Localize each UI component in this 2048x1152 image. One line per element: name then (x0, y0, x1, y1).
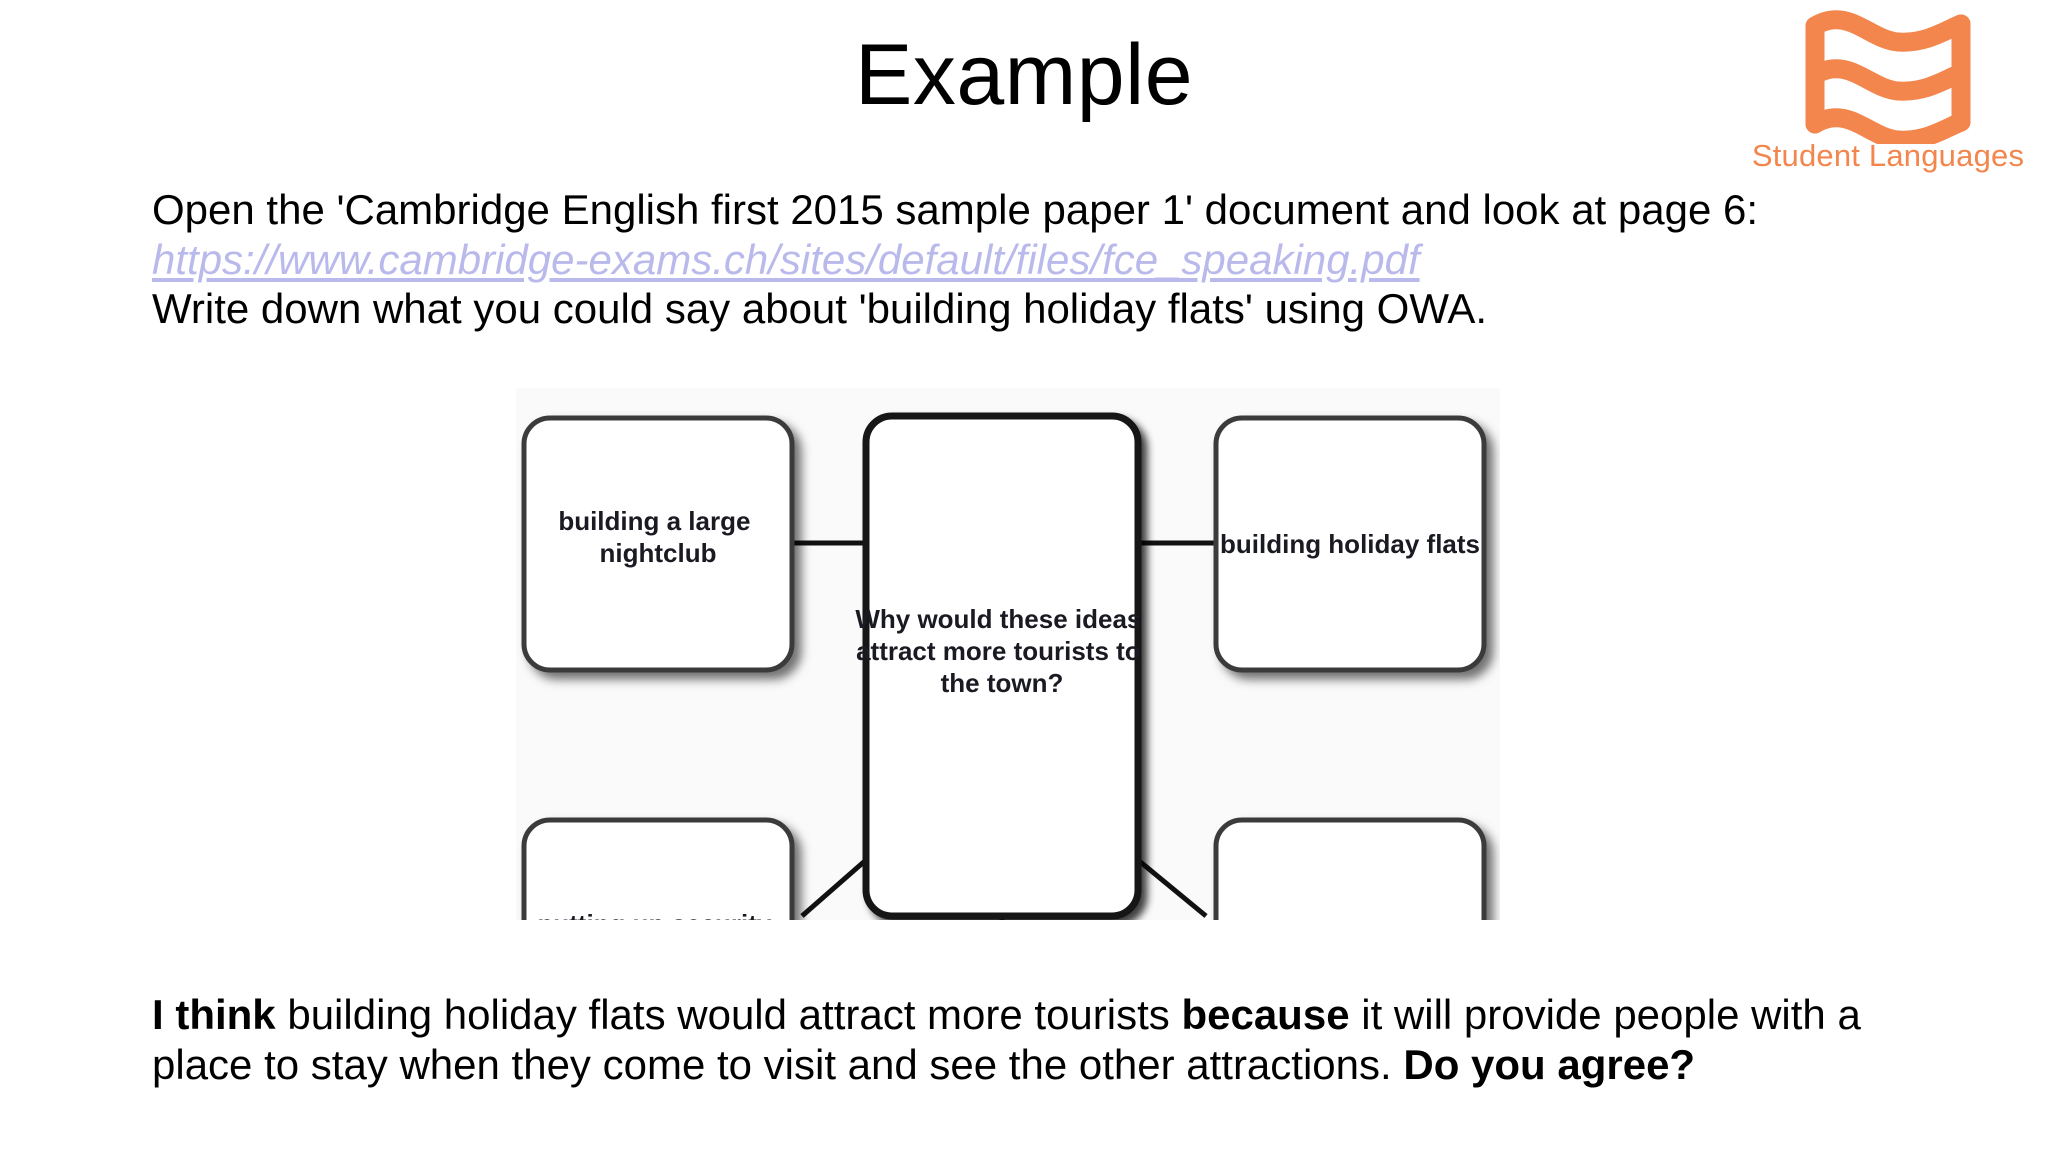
node-parks[interactable]: providing parks (1213, 817, 1487, 920)
logo: Student Languages (1738, 4, 2038, 184)
intro-paragraph: Open the 'Cambridge English first 2015 s… (152, 185, 1952, 334)
edge-center-security-cameras (800, 858, 868, 918)
intro-line-1: Open the 'Cambridge English first 2015 s… (152, 186, 1759, 233)
node-holiday-flats-box (1213, 415, 1487, 673)
outro-text-2: it will provide people with a place to s… (152, 991, 1861, 1089)
node-holiday-flats-label: building holiday flats (1220, 529, 1480, 559)
node-nightclub-label: building a large nightclub (558, 506, 757, 568)
node-center[interactable]: Why would these ideas attract more touri… (855, 412, 1148, 920)
fce-speaking-pdf-link[interactable]: https://www.cambridge-exams.ch/sites/def… (152, 235, 1420, 283)
mind-map-diagram: Why would these ideas attract more touri… (516, 388, 1500, 920)
outro-bold-because: because (1181, 991, 1350, 1038)
wavy-flag-icon (1805, 10, 1971, 144)
intro-line-3: Write down what you could say about 'bui… (152, 285, 1488, 333)
edge-center-parks (1136, 858, 1208, 918)
node-nightclub-box (521, 415, 795, 673)
node-parks-box (1213, 817, 1487, 920)
node-holiday-flats[interactable]: building holiday flats (1213, 415, 1487, 673)
page-title: Example (854, 27, 1194, 123)
mind-map-svg: Why would these ideas attract more touri… (521, 412, 1487, 920)
node-nightclub[interactable]: building a large nightclub (521, 415, 795, 673)
node-center-label: Why would these ideas attract more touri… (855, 604, 1148, 698)
node-security-cameras-box (521, 817, 795, 920)
node-security-cameras[interactable]: putting up security cameras (521, 817, 795, 920)
outro-bold-do-you-agree: Do you agree? (1403, 1041, 1696, 1089)
outro-paragraph: I think building holiday flats would att… (152, 990, 1912, 1091)
node-center-box (862, 412, 1142, 920)
connector-edges (792, 540, 1216, 920)
outro-bold-i-think: I think (152, 991, 276, 1038)
outro-text-1: building holiday flats would attract mor… (275, 991, 1182, 1038)
node-security-cameras-label: putting up security cameras (537, 909, 778, 920)
logo-text: Student Languages (1751, 138, 2025, 173)
